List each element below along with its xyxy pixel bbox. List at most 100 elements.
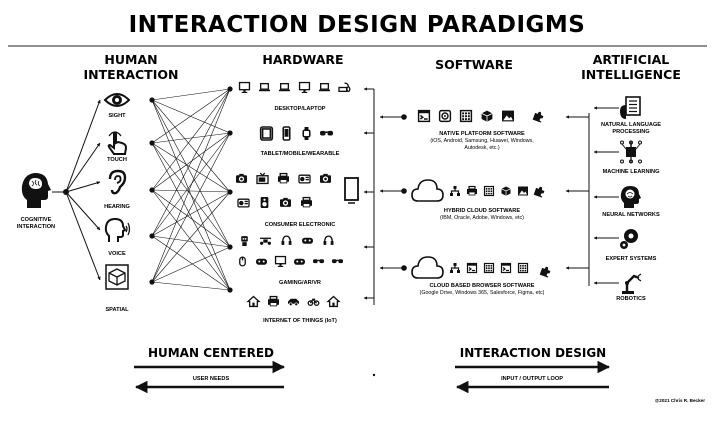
cloud-icon xyxy=(411,179,444,202)
gamepad-icon xyxy=(294,258,305,265)
head-brain-icon xyxy=(21,173,51,208)
monitor-icon xyxy=(298,81,311,93)
software-label: NATIVE PLATFORM SOFTWARE xyxy=(439,131,525,137)
app-window-icon xyxy=(417,109,431,123)
user-needs-label: USER NEEDS xyxy=(193,376,230,382)
software-group: HYBRID CLOUD SOFTWARE(IBM, Oracle, Adobe… xyxy=(379,179,545,221)
ai-label: NEURAL NETWORKS xyxy=(602,212,660,218)
mesh-line xyxy=(151,99,231,248)
drone-icon xyxy=(260,237,272,245)
mesh-line xyxy=(151,132,231,283)
radio-icon xyxy=(298,174,311,184)
section-heading-human-line1: HUMAN xyxy=(104,52,157,67)
mesh-line xyxy=(151,88,231,101)
eye-icon xyxy=(103,93,131,107)
ai-label: ROBOTICS xyxy=(616,296,646,302)
photo-app-icon xyxy=(518,186,528,196)
section-heading-software: SOFTWARE xyxy=(435,57,513,72)
mesh-line xyxy=(151,88,231,237)
speaker-icon xyxy=(260,197,269,208)
network-icon xyxy=(450,186,460,196)
smart-home-icon xyxy=(326,295,341,308)
cloud-icon xyxy=(411,256,444,279)
hardware-group: GAMING/AR/VR xyxy=(239,235,343,286)
mesh-line xyxy=(151,132,231,144)
section-heading-hardware: HARDWARE xyxy=(262,52,343,67)
vr-goggles-icon xyxy=(313,259,324,264)
mesh-line xyxy=(151,142,231,248)
mesh-line xyxy=(151,142,231,291)
photo-app-icon xyxy=(502,110,514,122)
mobile-icon xyxy=(282,126,291,141)
gamepad-icon xyxy=(256,258,267,265)
ar-glasses-icon xyxy=(332,259,343,264)
cognitive-interaction: COGNITIVE INTERACTION xyxy=(17,173,55,230)
cognitive-label-line2: INTERACTION xyxy=(17,224,55,230)
bicycle-icon xyxy=(307,298,320,307)
software-detail: (IBM, Oracle, Adobe, Windows, etc) xyxy=(440,215,524,221)
hardware-label: GAMING/AR/VR xyxy=(279,280,321,286)
mesh-line xyxy=(151,99,231,193)
mesh-node-right xyxy=(227,244,233,250)
sense-label: HEARING xyxy=(104,204,130,210)
display-icon xyxy=(344,177,359,204)
mouse-icon xyxy=(239,256,246,267)
laptop-icon xyxy=(319,82,330,92)
human-centered-banner: HUMAN CENTERED USER NEEDS xyxy=(134,346,286,394)
center-dot xyxy=(372,373,376,377)
sense-arrow xyxy=(65,99,101,193)
hardware-group: INTERNET OF THINGS (IoT) xyxy=(246,295,341,324)
camera-icon xyxy=(280,197,291,207)
calendar-grid-icon xyxy=(483,262,495,274)
sense-label: TOUCH xyxy=(107,157,127,163)
robot-icon xyxy=(241,236,248,246)
game-console-icon xyxy=(302,237,313,244)
keyboard-mouse-icon xyxy=(338,82,351,93)
mesh-line xyxy=(151,99,231,134)
section-heading-ai: ARTIFICIAL INTELLIGENCE xyxy=(581,52,681,82)
software-detail: (iOS, Android, Samsung, Huawei, Windows, xyxy=(430,138,533,144)
hardware-group: DESKTOP/LAPTOP xyxy=(238,81,351,112)
page-title: INTERACTION DESIGN PARADIGMS xyxy=(129,12,586,38)
mesh-line xyxy=(151,189,231,291)
cognitive-label-line1: COGNITIVE xyxy=(21,217,52,223)
sense-hardware-mesh xyxy=(149,86,233,293)
sense-label: SIGHT xyxy=(108,113,126,119)
interaction-design-banner: INTERACTION DESIGN INPUT / OUTPUT LOOP xyxy=(455,346,611,394)
hardware-label: INTERNET OF THINGS (IoT) xyxy=(263,318,337,324)
ai-item: ROBOTICS xyxy=(593,273,646,302)
smart-device-icon xyxy=(246,295,261,308)
puzzle-icon xyxy=(533,186,545,198)
mesh-line xyxy=(151,88,231,191)
ai-label-cont: PROCESSING xyxy=(612,129,649,135)
mesh-line xyxy=(151,88,231,283)
monitor-icon xyxy=(274,255,287,267)
section-heading-human-line2: INTERACTION xyxy=(84,67,179,82)
brain-head-icon xyxy=(620,186,641,208)
copyright: @2021 Chris R. Becker xyxy=(655,398,705,403)
package-icon xyxy=(481,110,493,122)
interaction-design-title: INTERACTION DESIGN xyxy=(460,346,606,360)
calendar-grid-icon xyxy=(483,185,495,197)
mesh-line xyxy=(151,88,231,144)
printer-icon xyxy=(301,196,312,208)
tablet-icon xyxy=(259,126,274,141)
section-heading-human: HUMAN INTERACTION xyxy=(84,52,179,82)
mesh-line xyxy=(151,246,231,283)
io-loop-label: INPUT / OUTPUT LOOP xyxy=(501,376,563,382)
mesh-line xyxy=(151,189,231,193)
headset-icon xyxy=(281,235,292,245)
vr-headset-icon xyxy=(323,235,334,245)
ai-label: NATURAL LANGUAGE xyxy=(601,122,661,128)
section-heading-ai-line2: INTELLIGENCE xyxy=(581,67,681,82)
mesh-line xyxy=(151,189,231,248)
disk-icon xyxy=(438,109,452,123)
ai-label: MACHINE LEARNING xyxy=(603,169,660,175)
sense-arrow xyxy=(65,181,101,193)
ai-label: EXPERT SYSTEMS xyxy=(606,256,657,262)
hardware-group: CONSUMER ELECTRONIC xyxy=(236,172,359,228)
grid-app-icon xyxy=(517,262,529,274)
software-group: CLOUD BASED BROWSER SOFTWARE(Google Driv… xyxy=(379,256,551,296)
